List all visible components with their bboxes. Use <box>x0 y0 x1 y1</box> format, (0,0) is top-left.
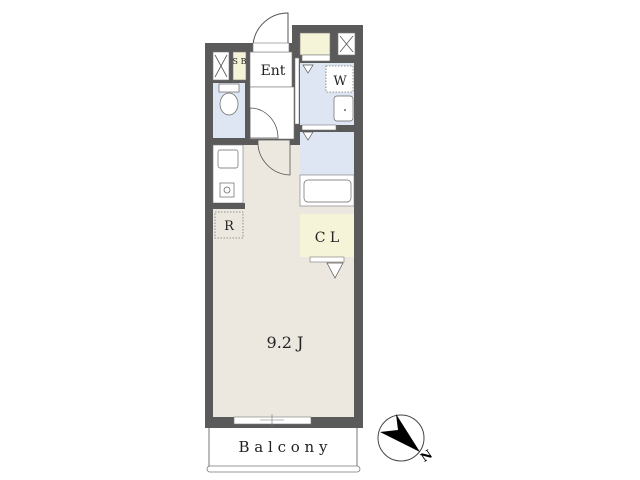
bathtub-icon <box>303 179 352 203</box>
balcony-window <box>233 416 312 425</box>
entrance-threshold <box>252 42 290 53</box>
pipe-space-cross-icon <box>214 54 228 78</box>
door-arrow-icon <box>326 262 344 279</box>
room-extension <box>292 262 354 272</box>
washer-space <box>325 65 354 93</box>
pipe-space-right-cross-icon <box>339 35 354 53</box>
storage-top-door <box>301 54 331 62</box>
main-room-size-label: 9.2 J <box>267 333 304 352</box>
stove-icon <box>219 182 235 198</box>
shoe-box <box>232 51 247 81</box>
storage-top <box>299 32 331 56</box>
washroom-sliding-door <box>294 57 300 125</box>
bathroom <box>300 132 354 175</box>
shoe-box-label: S B <box>233 57 247 66</box>
balcony-sides <box>208 428 358 466</box>
basin-drain <box>344 109 346 111</box>
balcony-rail <box>206 465 361 473</box>
kitchen-wall <box>213 203 245 209</box>
toilet-door <box>249 107 279 139</box>
balcony-label: B a l c o n y <box>239 438 328 456</box>
closet <box>300 214 354 257</box>
room-door <box>257 139 291 176</box>
door-arrow-icon <box>302 64 314 74</box>
sink-icon <box>217 149 239 169</box>
burner-icon <box>223 186 231 194</box>
bathroom-door <box>301 124 337 131</box>
entrance-area <box>249 51 293 88</box>
door-arrow-icon <box>302 131 314 141</box>
closet-door <box>309 256 345 263</box>
toilet-tank <box>218 83 240 93</box>
wash-basin-icon <box>333 95 354 122</box>
entrance-label: Ent <box>261 63 286 79</box>
refrigerator-label: R <box>224 219 235 234</box>
toilet-icon <box>219 92 239 116</box>
washer-label: W <box>333 74 347 89</box>
window-sash <box>260 414 284 427</box>
closet-label: C L <box>315 230 339 246</box>
north-compass-icon: N <box>377 414 435 465</box>
entrance-door <box>252 12 289 46</box>
